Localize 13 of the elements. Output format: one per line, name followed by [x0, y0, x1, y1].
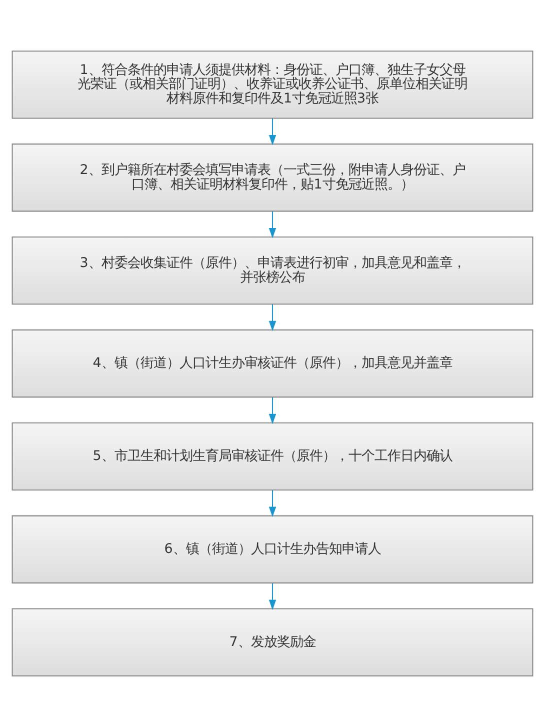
arrow	[268, 118, 276, 146]
node-box: 3、村委会收集证件（原件）、申请表进行初审，加具意见和盖章，并张榜公布	[12, 236, 534, 305]
arrow	[268, 583, 276, 610]
node-box: 2、到户籍所在村委会填写申请表（一式三份，附申请人身份证、户口簿、相关证明材料复印件，贴1寸免冠近照。）	[12, 144, 534, 212]
arrow	[268, 211, 276, 238]
node-box: 5、市卫生和计划生育局审核证件（原件），十个工作日内确认	[12, 422, 534, 491]
node-box: 4、镇（街道）人口计生办审核证件（原件），加具意见并盖章	[12, 329, 534, 398]
node-box: 1、符合条件的申请人须提供材料：身份证、户口簿、独生子女父母光荣证（或相关部门证明）、收养证或收养公证书、原单位相关证明材料原件和复印件及1寸免冠近照3张	[12, 50, 534, 119]
arrow	[268, 304, 276, 332]
node-box: 6、镇（街道）人口计生办告知申请人	[12, 515, 534, 584]
node-box: 7、发放奖励金	[12, 608, 534, 676]
arrow	[268, 490, 276, 518]
arrow	[268, 397, 276, 424]
